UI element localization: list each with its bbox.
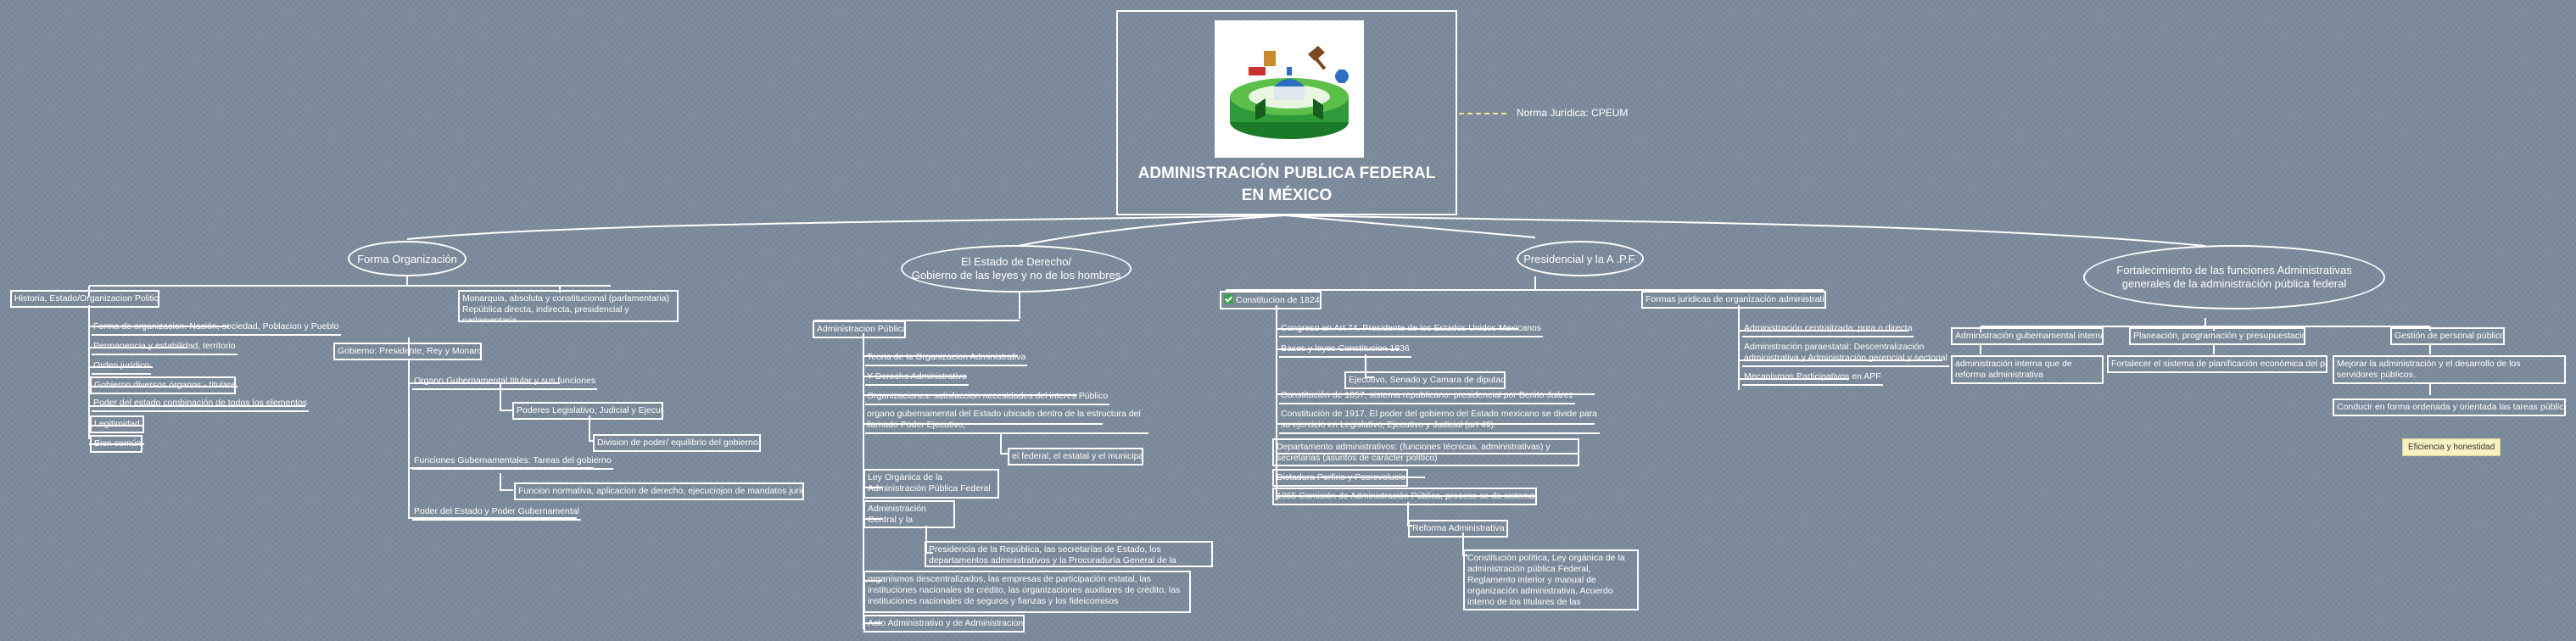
mejorar-administracion-node[interactable]: Mejorar la administración y el desarroll… <box>2333 355 2566 384</box>
forma-item-7[interactable]: Bien común <box>90 435 142 453</box>
derecho-admin-node[interactable]: Y Derecho Administrativo <box>865 371 969 386</box>
poderes-node[interactable]: Poderes Legislativo, Judicial y Ejecutiv… <box>512 402 663 420</box>
forma-item-6[interactable]: Legitimidad <box>90 415 144 433</box>
topic-presidencial[interactable]: Presidencial y la A .P.F. <box>1517 241 1644 276</box>
monarquia-node[interactable]: Monarquia, absoluta y constitucional (pa… <box>458 290 679 322</box>
mecanismos-node[interactable]: Mecanismos Participativos en APF <box>1742 371 1883 386</box>
government-building-logo <box>1215 20 1364 158</box>
central-title-line2: EN MÉXICO <box>1241 187 1333 204</box>
bases-node[interactable]: Bases y leyes Constitucion 1836 <box>1279 343 1411 358</box>
constitucion-1824-node[interactable]: Constitucion de 1824 <box>1220 291 1322 309</box>
topic-fortalecimiento-label: Fortalecimiento de las funciones Adminis… <box>2116 264 2352 290</box>
admin-gubernamental-node[interactable]: Administración gubernamental interna <box>1951 327 2104 345</box>
dictadura-node[interactable]: Dictadura Porfirio y Posrevolucion <box>1272 469 1408 487</box>
central-topic[interactable]: ADMINISTRACIÓN PUBLICA FEDERAL EN MÉXICO <box>1116 10 1457 215</box>
forma-item-1[interactable]: Forma de organizacion: Nación, sociedad,… <box>92 321 341 336</box>
admin-central-node[interactable]: Administración Central y la Paraestatal <box>863 500 955 528</box>
federal-estatal-node[interactable]: el federal, el estatal y el municipal. <box>1008 448 1143 465</box>
congreso-node[interactable]: Congreso en Art 74. Presidente de los Es… <box>1279 323 1544 337</box>
constitucion-politica-node[interactable]: Constitución política, Ley orgánica de l… <box>1463 549 1639 610</box>
constitucion-1917-node[interactable]: Constitución de 1917, El poder del gobie… <box>1279 409 1600 434</box>
topic-estado-line2: Gobierno de las leyes y no de los hombre… <box>911 269 1121 281</box>
funcion-normativa-node[interactable]: Funcion normativa, aplicacion de derecho… <box>514 482 804 500</box>
poder-estado-node[interactable]: Poder del Estado y Poder Gubernamental <box>412 506 581 521</box>
eficiencia-label[interactable]: Eficiencia y honestidad <box>2402 438 2501 456</box>
funciones-gubernamentales-node[interactable]: Funciones Gubernamentales: Tareas del go… <box>412 455 613 470</box>
central-title: ADMINISTRACIÓN PUBLICA FEDERAL EN MÉXICO <box>1118 163 1456 207</box>
division-poder-node[interactable]: Division de poder/ equilibrio del gobier… <box>593 434 761 452</box>
legal-norm-note[interactable]: Norma Jurídica: CPEUM <box>1517 107 1629 119</box>
formas-juridicas-node[interactable]: Formas juridicas de organización adminis… <box>1641 291 1826 309</box>
organismos-node[interactable]: organismos descentralizados, las empresa… <box>863 571 1191 613</box>
organo-gubernamental-node[interactable]: Organo Gubernamental titular y sus funci… <box>412 376 598 390</box>
historia-estado-node[interactable]: Historia, Estado/Organizacion Politica <box>10 290 159 308</box>
teoria-node[interactable]: Teoria de la Organizacion Administrativa <box>865 352 1028 366</box>
checkmark-icon <box>1224 294 1233 304</box>
topic-estado-line1: El Estado de Derecho/ <box>960 255 1072 268</box>
forma-item-4[interactable]: Gobierno diversos órganos - titulares <box>90 376 236 394</box>
topic-presidencial-label: Presidencial y la A .P.F. <box>1523 252 1637 265</box>
forma-item-3[interactable]: Orden jurídico <box>92 360 151 375</box>
admin-centralizada-node[interactable]: Administración centralizada: pura o dire… <box>1742 323 1914 337</box>
fortalecer-sistema-node[interactable]: Fortalecer el sistema de planificación e… <box>2107 355 2327 373</box>
departamentos-node[interactable]: Departamento administrativos: (funciones… <box>1272 438 1579 466</box>
gestion-personal-node[interactable]: Gestión de personal público <box>2390 327 2505 345</box>
ley-organica-node[interactable]: Ley Orgánica de la Administración Públic… <box>863 469 999 499</box>
acto-administrativo-node[interactable]: Acto Administrativo y de Administracion <box>863 615 1025 633</box>
planeacion-node[interactable]: Planeación, programación y presupuestaci… <box>2129 327 2305 345</box>
constitucion-1857-node[interactable]: Constitución de 1857, sistema republican… <box>1279 390 1575 404</box>
topic-forma-label: Forma Organización <box>357 252 457 265</box>
forma-item-5[interactable]: Poder del estado combinación de todos lo… <box>92 398 310 412</box>
admin-publica-node[interactable]: Administracion Pública <box>813 320 906 338</box>
gobierno-node[interactable]: Gobierno: Presidente, Rey y Monarca <box>333 343 482 360</box>
presidencia-node[interactable]: Presidencia de la República, las secreta… <box>925 541 1213 567</box>
topic-estado-derecho[interactable]: El Estado de Derecho/ Gobierno de las le… <box>901 245 1132 293</box>
admin-paraestatal-node[interactable]: Administración paraestatal: Descentraliz… <box>1742 342 1949 367</box>
constitucion-1824-label: Constitucion de 1824 <box>1236 295 1320 305</box>
organizaciones-node[interactable]: Organizaciones: satisfaccion necesidades… <box>865 391 1110 405</box>
organo-ejecutivo-node[interactable]: organo gubernamental del Estado ubicado … <box>865 409 1148 434</box>
forma-item-2[interactable]: Permanencia y estabilidad, territorio <box>92 341 237 355</box>
topic-fortalecimiento[interactable]: Fortalecimiento de las funciones Adminis… <box>2083 245 2385 309</box>
reforma-administrativa-node[interactable]: Reforma Administrativa <box>1408 520 1508 538</box>
ejecutivo-senado-node[interactable]: Ejecutivo, Senado y Camara de diputados <box>1344 371 1506 389</box>
topic-forma-organizacion[interactable]: Forma Organización <box>348 241 467 276</box>
conducir-tareas-node[interactable]: Conducir en forma ordenada y orientada l… <box>2333 399 2566 416</box>
central-title-line1: ADMINISTRACIÓN PUBLICA FEDERAL <box>1137 164 1436 182</box>
comision-1965-node[interactable]: 1965 Comisión de Administración Pública,… <box>1272 488 1537 505</box>
admin-interna-node[interactable]: administración interna que de reforma ad… <box>1951 355 2104 384</box>
topic-estado-label: El Estado de Derecho/ Gobierno de las le… <box>912 255 1120 282</box>
